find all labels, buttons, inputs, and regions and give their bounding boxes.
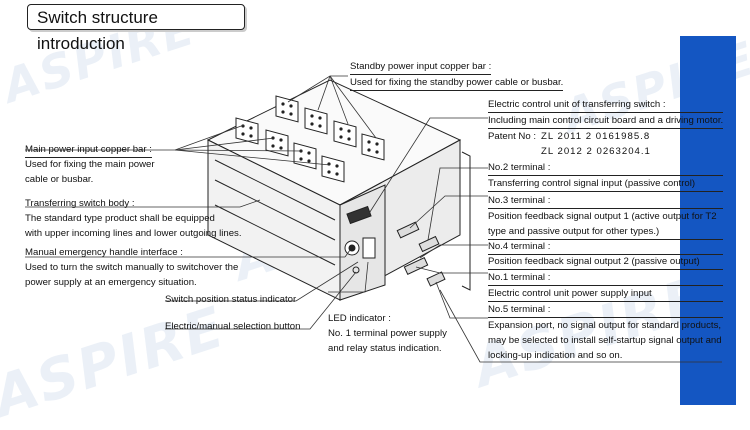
main-copper-bar-desc: Used for fixing the main power [25, 159, 155, 170]
led-indicator-desc: and relay status indication. [328, 343, 442, 354]
ecu-title: Electric control unit of transferring sw… [488, 97, 723, 113]
switch-illustration [25, 75, 722, 363]
switch-body-desc: with upper incoming lines and lower outg… [25, 228, 242, 239]
terminal-3-title: No.3 terminal : [488, 193, 723, 209]
position-indicator-label: Switch position status indicator [165, 294, 297, 305]
ecu-desc: Including main control circuit board and… [488, 113, 723, 129]
patent-number: ZL 2012 2 0263204.1 [541, 146, 651, 157]
selection-button-label: Electric/manual selection button [165, 321, 301, 332]
page-title: Switch structure introduction [27, 4, 245, 53]
terminal-1-desc: Electric control unit power supply input [488, 286, 723, 302]
main-copper-bar-title: Main power input copper bar : [25, 142, 152, 158]
terminal-3-desc: type and passive output for other types.… [488, 224, 723, 240]
handle-interface-title: Manual emergency handle interface : [25, 247, 183, 258]
terminal-2-desc: Transferring control signal input (passi… [488, 176, 723, 192]
main-copper-bar-desc: cable or busbar. [25, 174, 94, 185]
terminal-2-title: No.2 terminal : [488, 160, 723, 176]
accent-bar [680, 36, 736, 405]
standby-copper-bar-desc: Used for fixing the standby power cable … [350, 75, 564, 91]
terminal-3-desc: Position feedback signal output 1 (activ… [488, 211, 717, 222]
standby-copper-bar-title: Standby power input copper bar : [350, 59, 492, 75]
terminal-5-desc: Expansion port, no signal output for sta… [488, 320, 722, 331]
handle-interface-desc: power supply at an emergency situation. [25, 277, 197, 288]
handle-interface-desc: Used to turn the switch manually to swit… [25, 262, 239, 273]
terminal-4-title: No.4 terminal : [488, 239, 723, 255]
patent-label: Patent No : [488, 131, 536, 142]
terminal-5-title: No.5 terminal : [488, 302, 723, 318]
led-indicator-title: LED indicator : [328, 313, 391, 324]
terminal-5-desc: may be selected to install self-startup … [488, 335, 722, 346]
led-indicator-desc: No. 1 terminal power supply [328, 328, 447, 339]
terminal-1-title: No.1 terminal : [488, 270, 723, 286]
switch-body-title: Transferring switch body : [25, 198, 135, 209]
terminal-5-desc: locking-up indication and so on. [488, 350, 623, 361]
patent-number: ZL 2011 2 0161985.8 [541, 131, 651, 142]
switch-body-desc: The standard type product shall be equip… [25, 213, 215, 224]
terminal-4-desc: Position feedback signal output 2 (passi… [488, 254, 723, 270]
